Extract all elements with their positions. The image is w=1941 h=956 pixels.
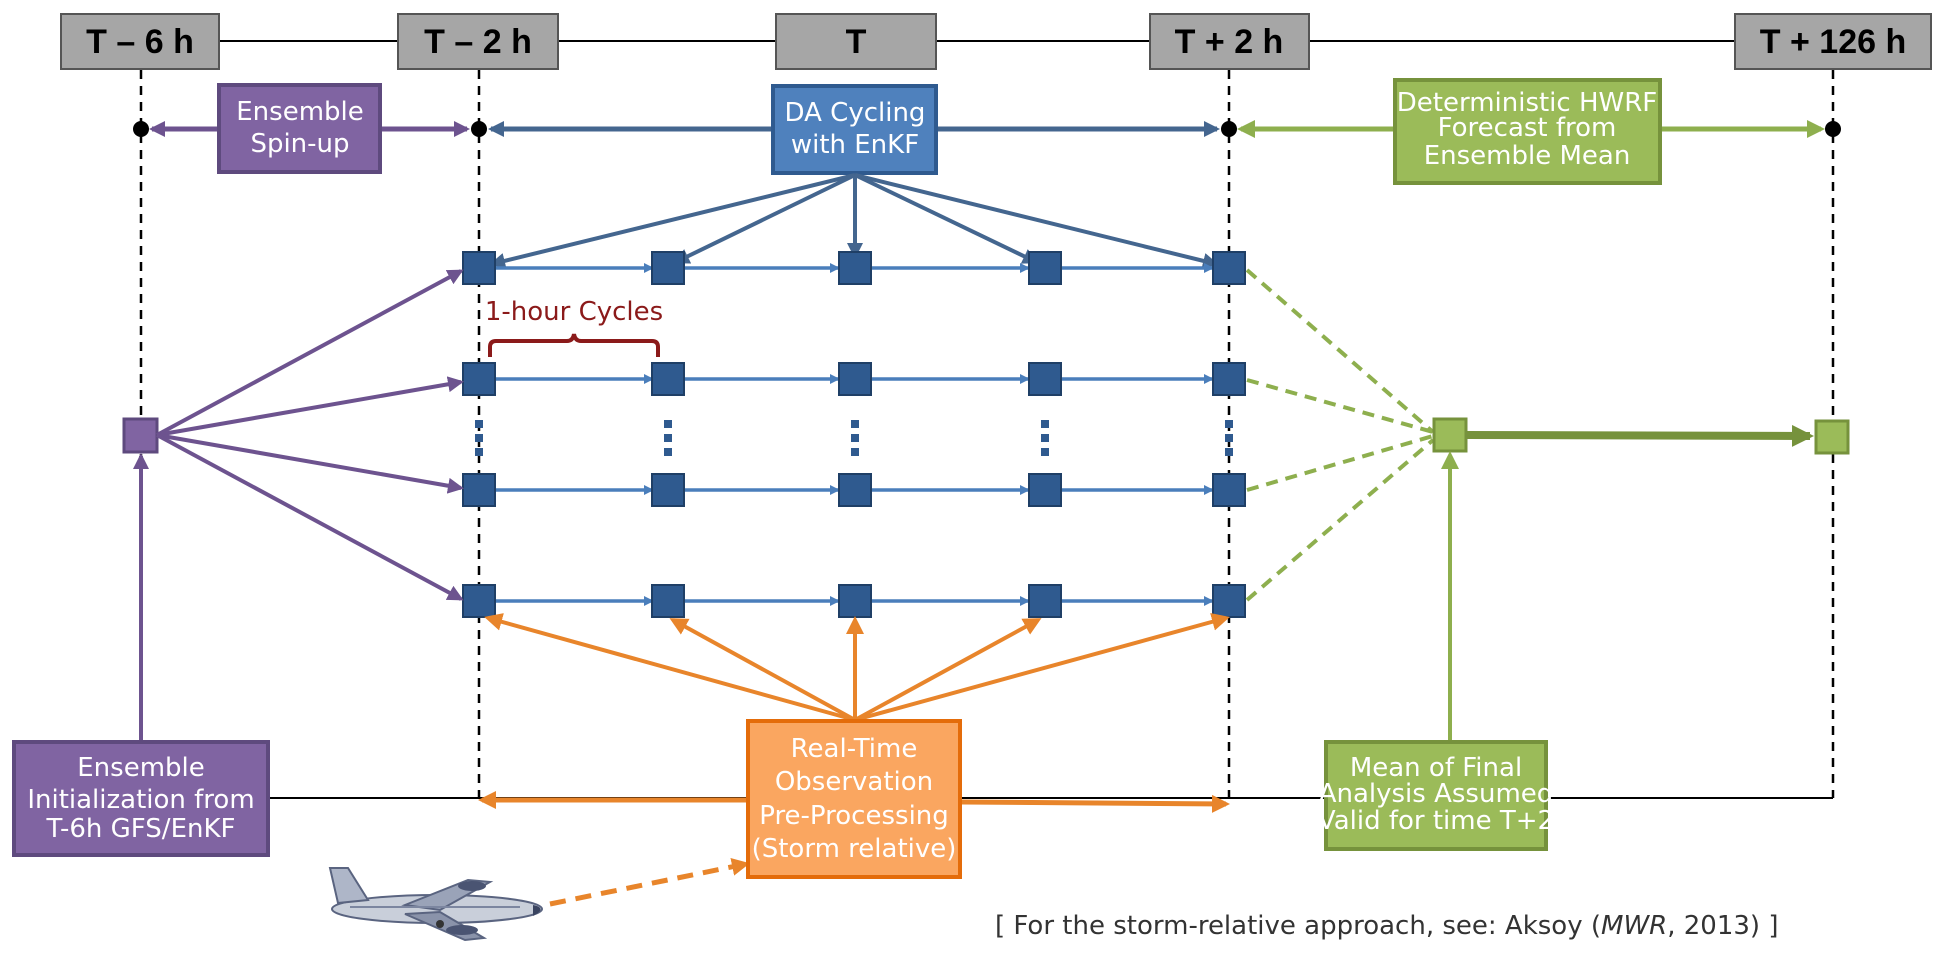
observation-arrows — [478, 613, 1230, 813]
da-line-1: DA Cycling — [785, 98, 926, 128]
init-line-3: T-6h GFS/EnKF — [46, 814, 236, 844]
obs-line-3: Pre-Processing — [759, 801, 949, 831]
forecast-arrow — [1466, 424, 1814, 447]
det-line-1: Deterministic HWRF — [1397, 88, 1658, 118]
ensemble-initialization-box: Ensemble Initialization from T-6h GFS/En… — [12, 740, 270, 857]
obs-line-2: Observation — [775, 767, 933, 797]
ensemble-member-nodes — [462, 251, 1246, 618]
mean-final-analysis-box: Mean of Final Analysis Assumed Valid for… — [1318, 740, 1554, 851]
aircraft-icon — [328, 867, 543, 942]
label-t: T — [846, 23, 867, 61]
observation-preprocessing-box: Real-Time Observation Pre-Processing (St… — [746, 719, 962, 879]
spinup-line-1: Ensemble — [236, 97, 364, 127]
da-fanout-arrows — [489, 173, 1219, 269]
ensemble-spinup-box: Ensemble Spin-up — [217, 83, 382, 174]
cycle-brace — [488, 333, 660, 357]
ensemble-mean-node — [1432, 417, 1468, 453]
ensemble-init-node — [122, 417, 159, 454]
spinup-line-2: Spin-up — [250, 129, 349, 159]
citation-suffix: , 2013) ] — [1667, 911, 1778, 941]
obs-line-4: (Storm relative) — [752, 834, 957, 864]
timeline-dots — [133, 121, 1841, 137]
time-header-t-plus-2: T + 2 h — [1149, 13, 1310, 70]
label-t-minus-2: T – 2 h — [424, 23, 532, 61]
init-fanout-arrows — [133, 269, 464, 740]
mean-line-2: Analysis Assumed — [1319, 779, 1554, 809]
label-t-minus-6: T – 6 h — [86, 23, 194, 61]
time-header-t-minus-6: T – 6 h — [60, 13, 220, 70]
citation-journal: MWR — [1601, 911, 1667, 941]
time-header-t: T — [775, 13, 937, 70]
da-cycling-box: DA Cycling with EnKF — [771, 84, 938, 175]
forecast-end-node — [1814, 419, 1850, 455]
citation-prefix: [ For the storm-relative approach, see: … — [995, 911, 1601, 941]
cycle-label: 1-hour Cycles — [485, 297, 663, 327]
label-t-plus-2: T + 2 h — [1175, 23, 1284, 61]
cycle-row-arrows — [496, 263, 1214, 606]
ellipsis-dots — [475, 420, 1233, 456]
time-header-t-plus-126: T + 126 h — [1734, 13, 1932, 70]
label-t-plus-126: T + 126 h — [1760, 23, 1906, 61]
det-line-3: Ensemble Mean — [1424, 141, 1631, 171]
ensemble-mean-dashed-lines — [1245, 268, 1435, 602]
det-line-2: Forecast from — [1438, 113, 1617, 143]
da-line-2: with EnKF — [791, 130, 919, 160]
mean-line-3: Valid for time T+2 — [1318, 806, 1554, 836]
citation: [ For the storm-relative approach, see: … — [995, 911, 1778, 941]
deterministic-forecast-box: Deterministic HWRF Forecast from Ensembl… — [1393, 78, 1662, 185]
obs-line-1: Real-Time — [791, 734, 918, 764]
aircraft-data-arrow — [549, 857, 750, 907]
time-header-t-minus-2: T – 2 h — [397, 13, 559, 70]
init-line-2: Initialization from — [27, 785, 254, 815]
mean-line-1: Mean of Final — [1350, 753, 1522, 783]
init-line-1: Ensemble — [77, 753, 205, 783]
